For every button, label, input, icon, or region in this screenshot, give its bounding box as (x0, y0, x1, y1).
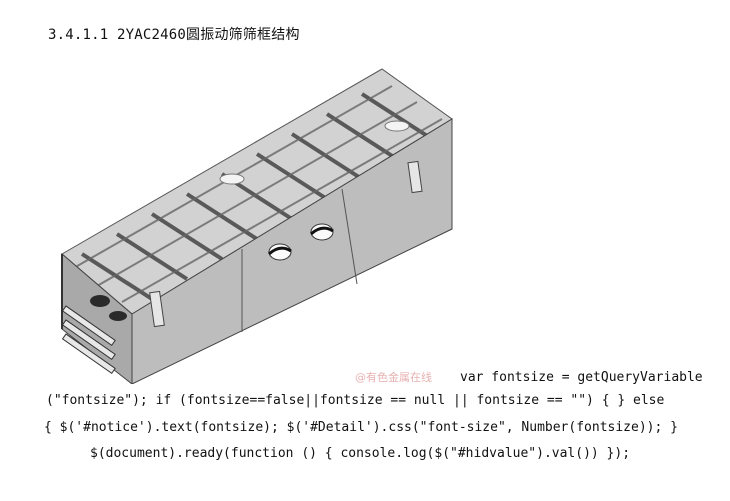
code-line-2: ("fontsize"); if (fontsize==false||fonts… (46, 393, 665, 408)
code-line-4: $(document).ready(function () { console.… (90, 446, 631, 461)
code-line-1: var fontsize = getQueryVariable (460, 370, 703, 385)
screen-frame-figure: @有色金属在线 (52, 64, 457, 384)
code-line-3: { $('#notice').text(fontsize); $('#Detai… (44, 420, 678, 435)
watermark-text: @有色金属在线 (355, 371, 432, 384)
screen-frame-drawing (61, 68, 453, 384)
section-heading: 3.4.1.1 2YAC2460圆振动筛筛框结构 (48, 27, 300, 43)
